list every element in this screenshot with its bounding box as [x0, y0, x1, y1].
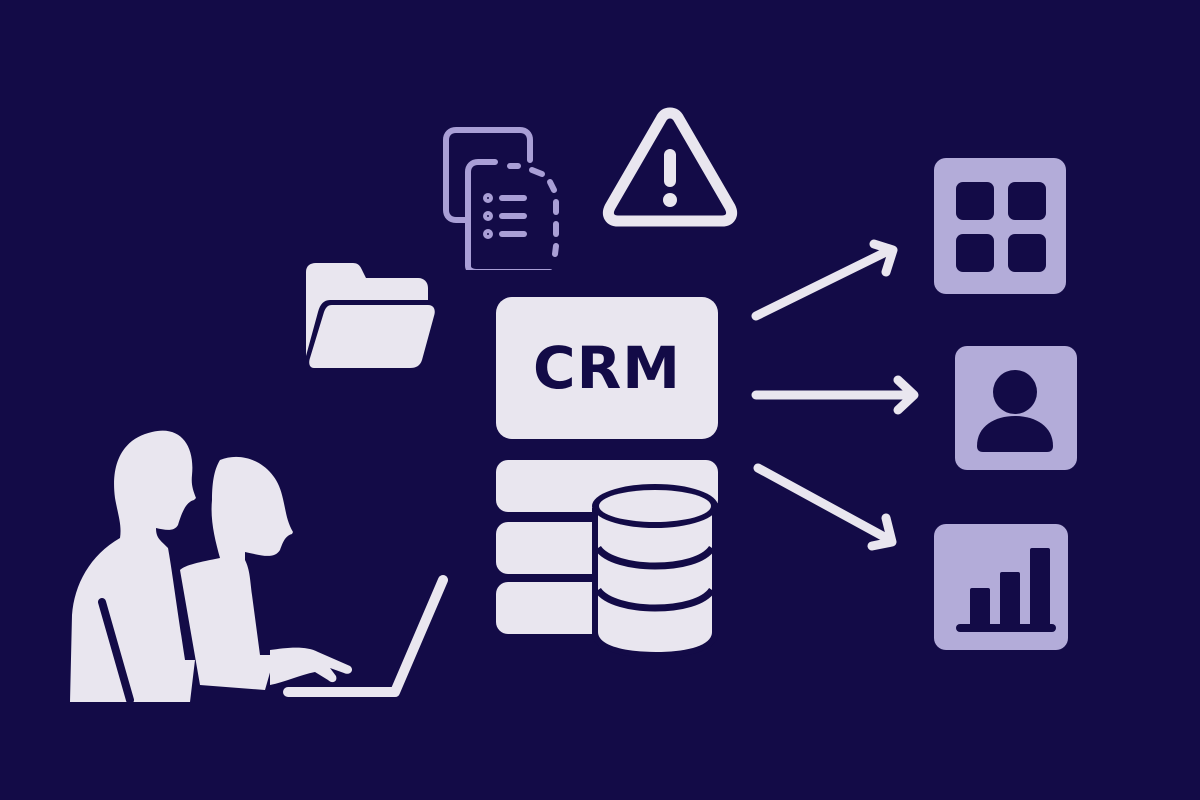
- arrows-group: [751, 239, 919, 551]
- database-icon: [496, 460, 718, 658]
- warning-triangle-icon: [602, 107, 738, 227]
- crm-box: CRM: [496, 297, 718, 439]
- arrow-to-apps-icon: [751, 239, 898, 321]
- grid-apps-icon: [956, 182, 1046, 272]
- crm-label: CRM: [533, 334, 681, 402]
- two-people-at-laptop-icon: [70, 430, 448, 704]
- arrow-to-analytics-icon: [753, 463, 897, 551]
- apps-tile: [934, 158, 1066, 294]
- folder-icon: [306, 263, 435, 368]
- bar-chart-icon: [956, 548, 1056, 632]
- copy-documents-icon: [443, 127, 559, 270]
- user-profile-icon: [977, 370, 1053, 452]
- contact-tile: [955, 346, 1077, 470]
- analytics-tile: [934, 524, 1068, 650]
- arrow-to-contact-icon: [751, 375, 919, 415]
